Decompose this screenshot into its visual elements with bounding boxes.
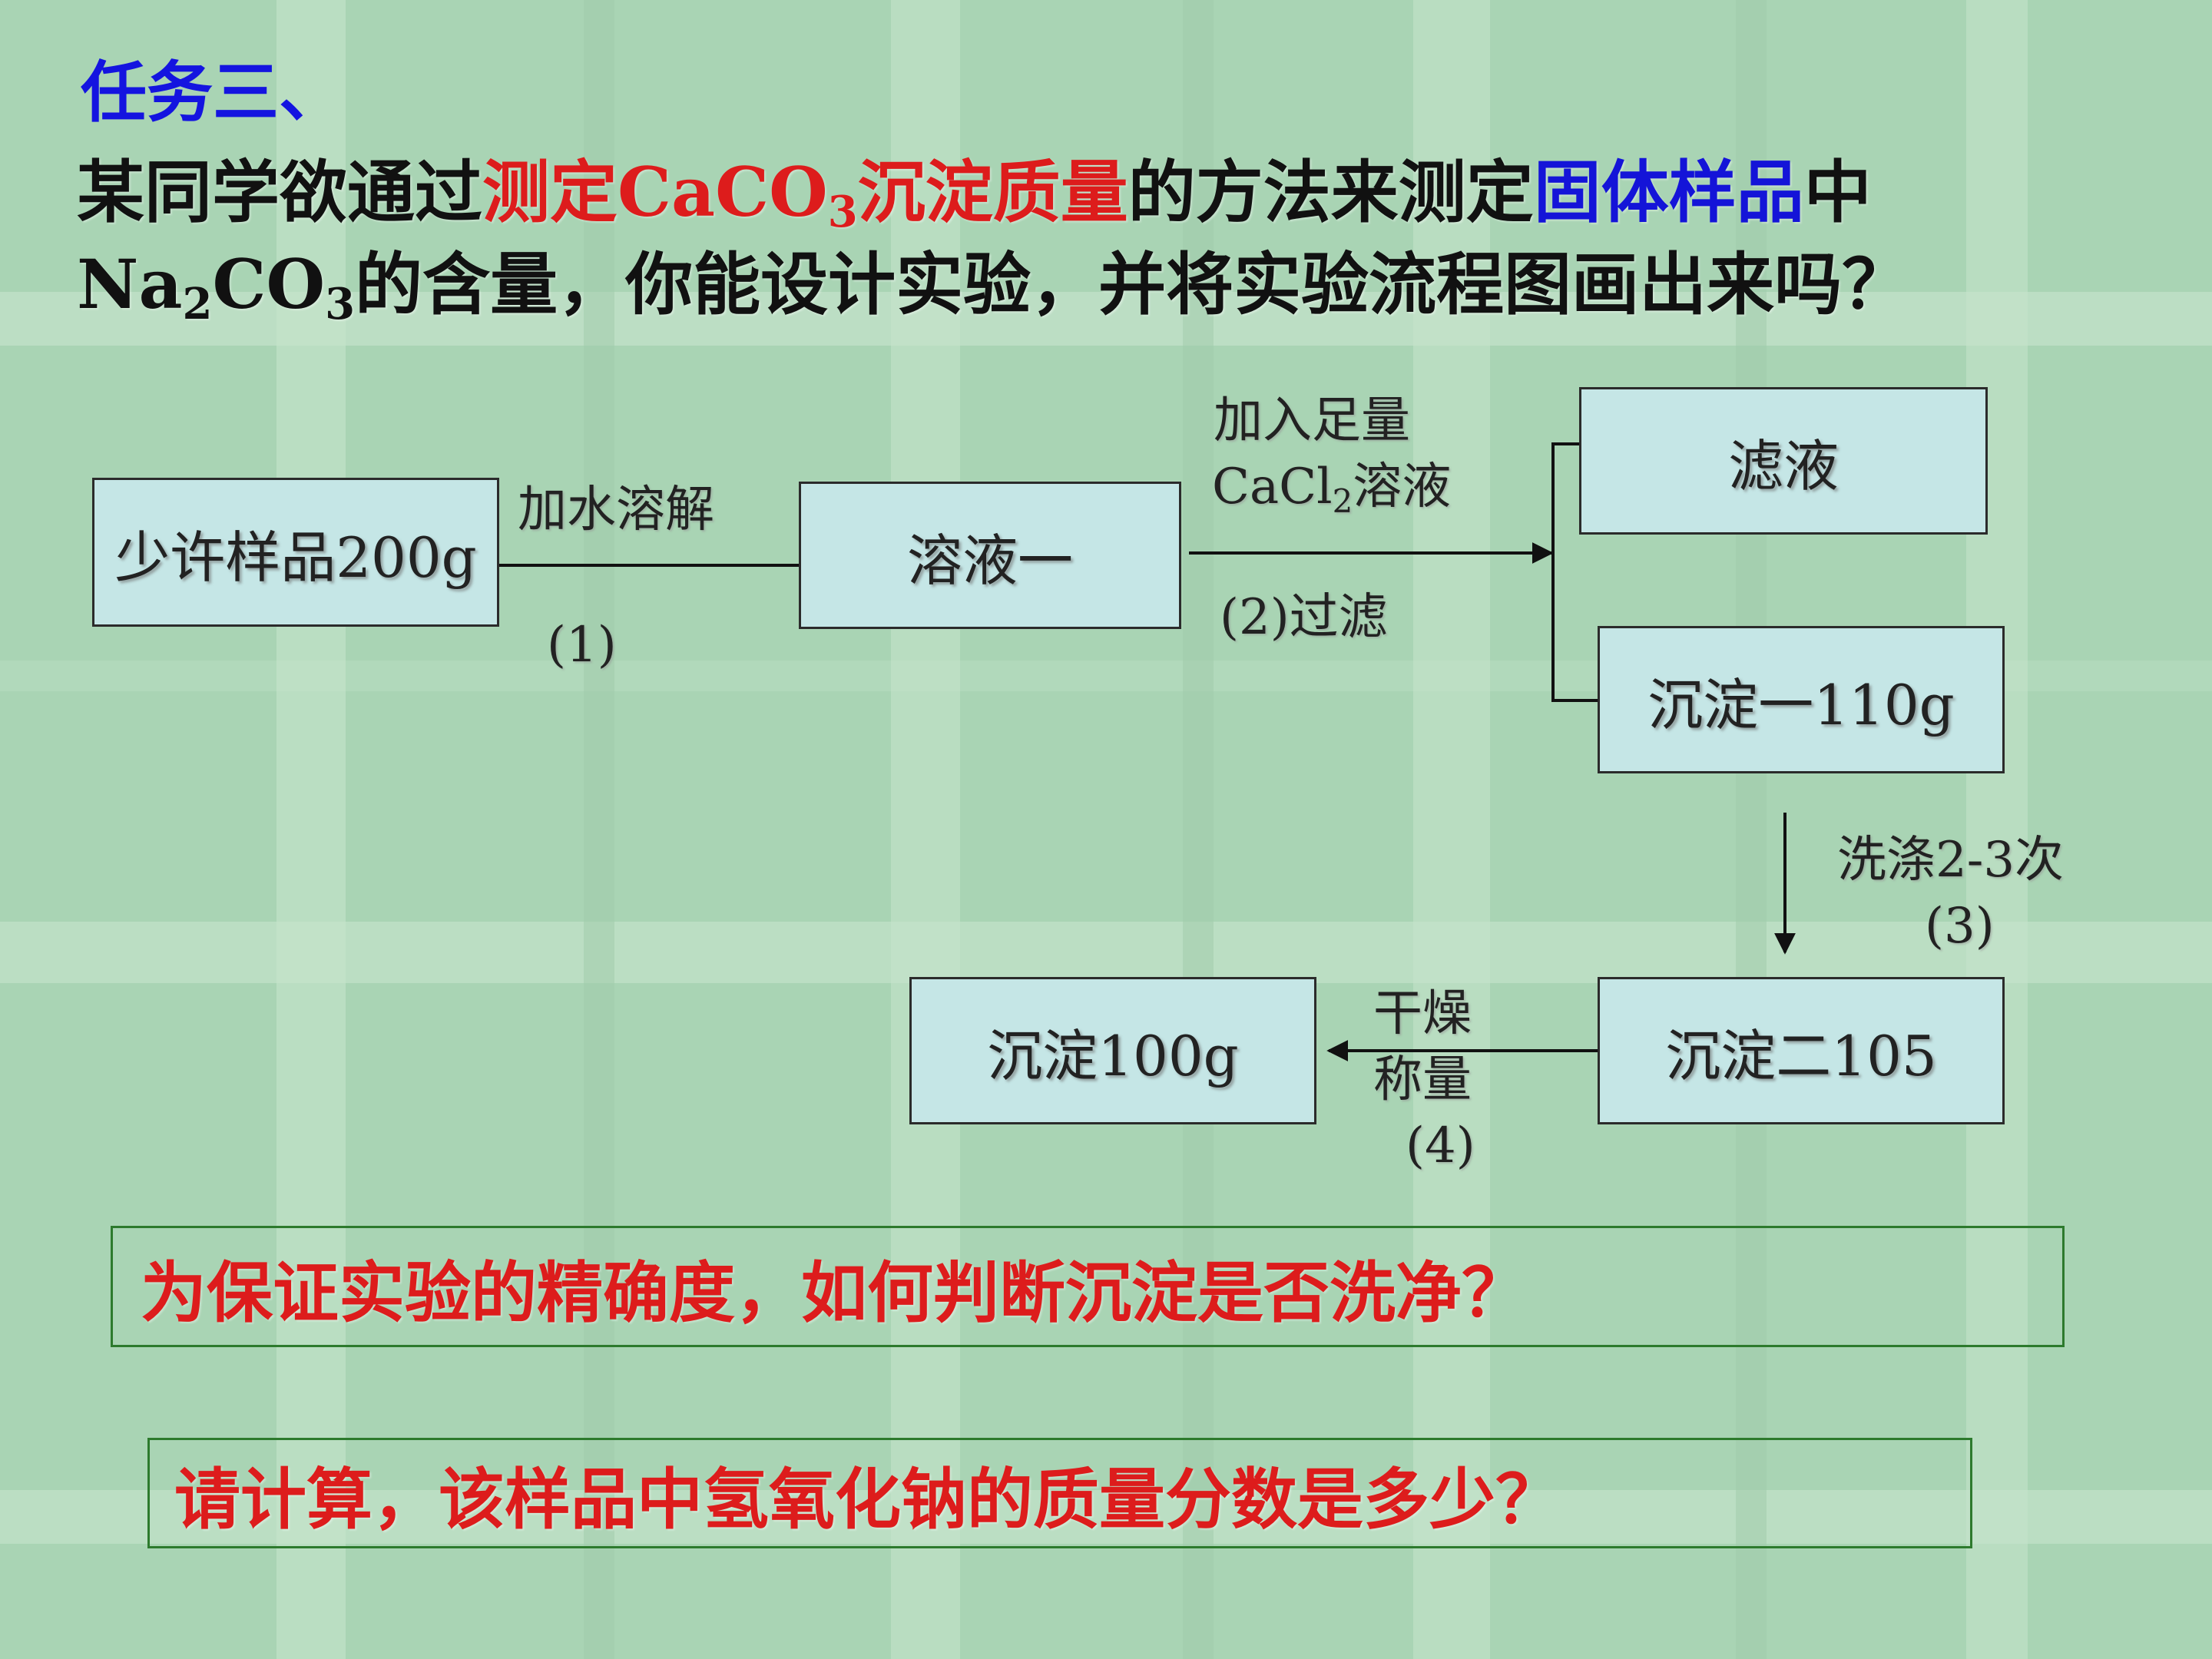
question-box-calculation: 请计算，该样品中氢氧化钠的质量分数是多少？ bbox=[147, 1438, 1972, 1548]
connector-branch bbox=[1551, 442, 1599, 702]
question-text: 中 bbox=[1803, 152, 1872, 232]
step3-number: (3) bbox=[1925, 898, 1995, 955]
step1-label: 加水溶解 bbox=[518, 482, 714, 538]
step2-solution-text: 溶液 bbox=[1353, 459, 1452, 515]
subscript: 2 bbox=[1332, 482, 1353, 520]
formula-text: CO bbox=[212, 244, 326, 324]
step3-label: 洗涤2-3次 bbox=[1837, 832, 2065, 889]
question-text: 某同学欲通过 bbox=[77, 152, 483, 232]
question-box-washing: 为保证实验的精确度，如何判断沉淀是否洗净？ bbox=[111, 1226, 2065, 1347]
formula-text: CaCl bbox=[1212, 459, 1333, 515]
question-highlight-sample: 固体样品 bbox=[1533, 152, 1804, 232]
step4-label-line2: 称量 bbox=[1373, 1051, 1472, 1108]
question-text: 的方法来测定 bbox=[1128, 152, 1534, 232]
node-precipitate-one: 沉淀一110g bbox=[1598, 626, 2005, 773]
step1-number: (1) bbox=[547, 617, 617, 674]
question-highlight-text: 沉淀质量 bbox=[857, 152, 1128, 232]
question-highlight-measure: 测定CaCO3沉淀质量 bbox=[482, 152, 1128, 233]
node-sample: 少许样品200g bbox=[92, 478, 499, 627]
step2-number: (2)过滤 bbox=[1220, 589, 1388, 646]
node-filtrate: 滤液 bbox=[1579, 387, 1988, 535]
question-text: 的含量，你能设计实验，并将实验流程图画出来吗？ bbox=[355, 244, 1910, 324]
slide-title: 任务三、 bbox=[81, 55, 345, 131]
step4-label-line1: 干燥 bbox=[1373, 985, 1472, 1042]
formula-text: Na bbox=[77, 244, 183, 324]
step2-label-line1: 加入足量 bbox=[1214, 392, 1410, 449]
step4-number: (4) bbox=[1406, 1118, 1475, 1174]
node-precipitate-two: 沉淀二105 bbox=[1598, 977, 2005, 1124]
step2-label-line2: CaCl2溶液 bbox=[1212, 453, 1451, 521]
node-solution-one: 溶液一 bbox=[799, 482, 1181, 629]
subscript: 3 bbox=[325, 279, 356, 329]
node-precipitate-final: 沉淀100g bbox=[909, 977, 1316, 1124]
subscript: 2 bbox=[182, 279, 213, 329]
question-highlight-text: 测定CaCO bbox=[482, 152, 828, 232]
question-washing-text: 为保证实验的精确度，如何判断沉淀是否洗净？ bbox=[141, 1254, 1528, 1332]
question-calculation-text: 请计算，该样品中氢氧化钠的质量分数是多少？ bbox=[174, 1461, 1561, 1538]
subscript: 3 bbox=[827, 187, 858, 237]
